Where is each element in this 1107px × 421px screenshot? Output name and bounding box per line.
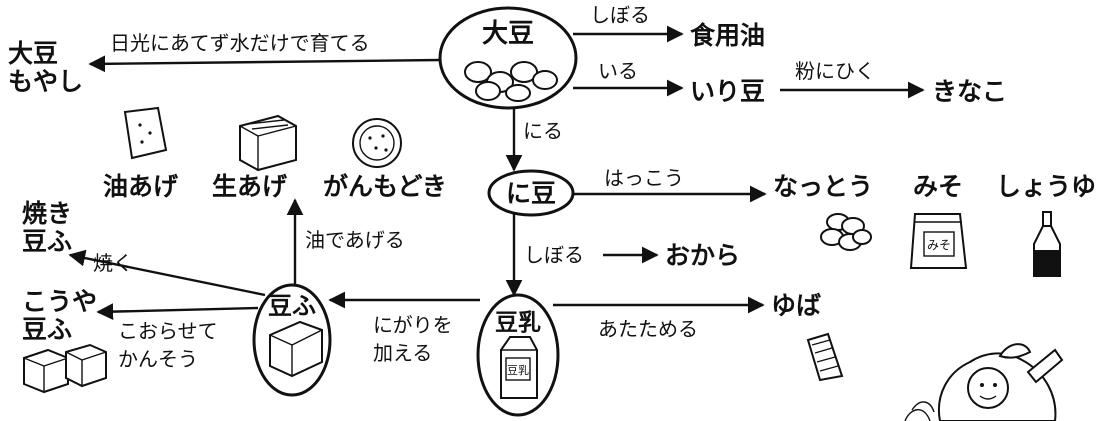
natto-illustration [820, 213, 872, 251]
character-illustration [904, 343, 1064, 421]
node-moyashi: 大豆 もやし [8, 39, 83, 96]
nama-age-illustration [239, 114, 297, 172]
nimame-label: に豆 [506, 179, 556, 208]
daizu-label: 大豆 [482, 19, 534, 49]
edge-tofu-to-yakidofu [68, 249, 266, 297]
edge-labels: 日光にあてず水だけで育てる しぼる いる 粉にひく にる はっこう しぼる 油で… [93, 3, 875, 371]
ganmodoki-illustration [352, 118, 402, 168]
label-squeeze-oil: しぼる [590, 3, 650, 27]
yakidofu-label-line2: 豆ふ [22, 227, 72, 256]
tofu-block-icon [269, 320, 323, 378]
label-nigari-line1: にがりを [373, 313, 453, 337]
abura-age-illustration [123, 106, 168, 160]
label-ferment: はっこう [604, 166, 684, 190]
node-shoyu: しょうゆ [996, 172, 1096, 201]
soy-sauce-bottle-illustration [1033, 211, 1061, 277]
edge-tofu-to-koyadofu [96, 303, 259, 321]
label-grind: 粉にひく [795, 59, 875, 83]
miso-bag-illustration: みそ [909, 213, 968, 269]
label-nigari-line2: 加える [373, 341, 432, 365]
soybeans-icon [464, 61, 558, 102]
label-squeeze-okara: しぼる [524, 243, 584, 267]
node-nimame: に豆 [487, 169, 575, 217]
label-fry-in-oil: 油であげる [305, 228, 405, 252]
node-koyadofu: こうや 豆ふ [22, 287, 97, 344]
node-abura-age: 油あげ [103, 172, 179, 201]
node-yakidofu: 焼き 豆ふ [22, 199, 72, 256]
yakidofu-label-line1: 焼き [22, 199, 72, 228]
label-boil: にる [523, 119, 563, 143]
milk-carton-icon: 豆乳 [500, 336, 538, 399]
label-freeze-dry-line1: こおらせて [118, 319, 218, 343]
koyadofu-label-line1: こうや [22, 287, 97, 316]
edge-daizu-to-moyashi [88, 55, 441, 73]
node-irimame: いり豆 [690, 77, 765, 106]
node-daizu: 大豆 [438, 6, 578, 110]
yuba-illustration [806, 332, 844, 382]
miso-bag-label: みそ [927, 238, 951, 252]
tonyu-label: 豆乳 [495, 309, 541, 336]
label-warm: あたためる [598, 317, 698, 341]
node-okara: おから [665, 241, 740, 270]
label-freeze-dry-line2: かんそう [118, 347, 198, 371]
nimame-ellipse [487, 169, 575, 217]
node-natto: なっとう [773, 172, 873, 201]
edges [68, 25, 925, 321]
node-shokuyouyu: 食用油 [690, 21, 765, 50]
koya-dofu-illustration [23, 343, 107, 394]
koyadofu-label-line2: 豆ふ [22, 315, 72, 344]
node-tonyu: 豆乳 豆乳 [476, 293, 560, 417]
moyashi-label-line1: 大豆 [8, 39, 58, 68]
node-miso: みそ [913, 172, 963, 201]
milk-carton-label: 豆乳 [507, 364, 529, 377]
label-sun-no-water: 日光にあてず水だけで育てる [110, 31, 370, 55]
node-nama-age: 生あげ [212, 172, 288, 201]
label-roast: いる [598, 59, 638, 83]
node-yuba: ゆば [771, 291, 821, 320]
label-grill: 焼く [93, 251, 133, 275]
node-tofu: 豆ふ [252, 283, 332, 397]
moyashi-label-line2: もやし [8, 67, 83, 96]
node-ganmodoki: がんもどき [323, 172, 447, 201]
tofu-label: 豆ふ [268, 292, 316, 320]
node-kinako: きなこ [932, 77, 1007, 106]
